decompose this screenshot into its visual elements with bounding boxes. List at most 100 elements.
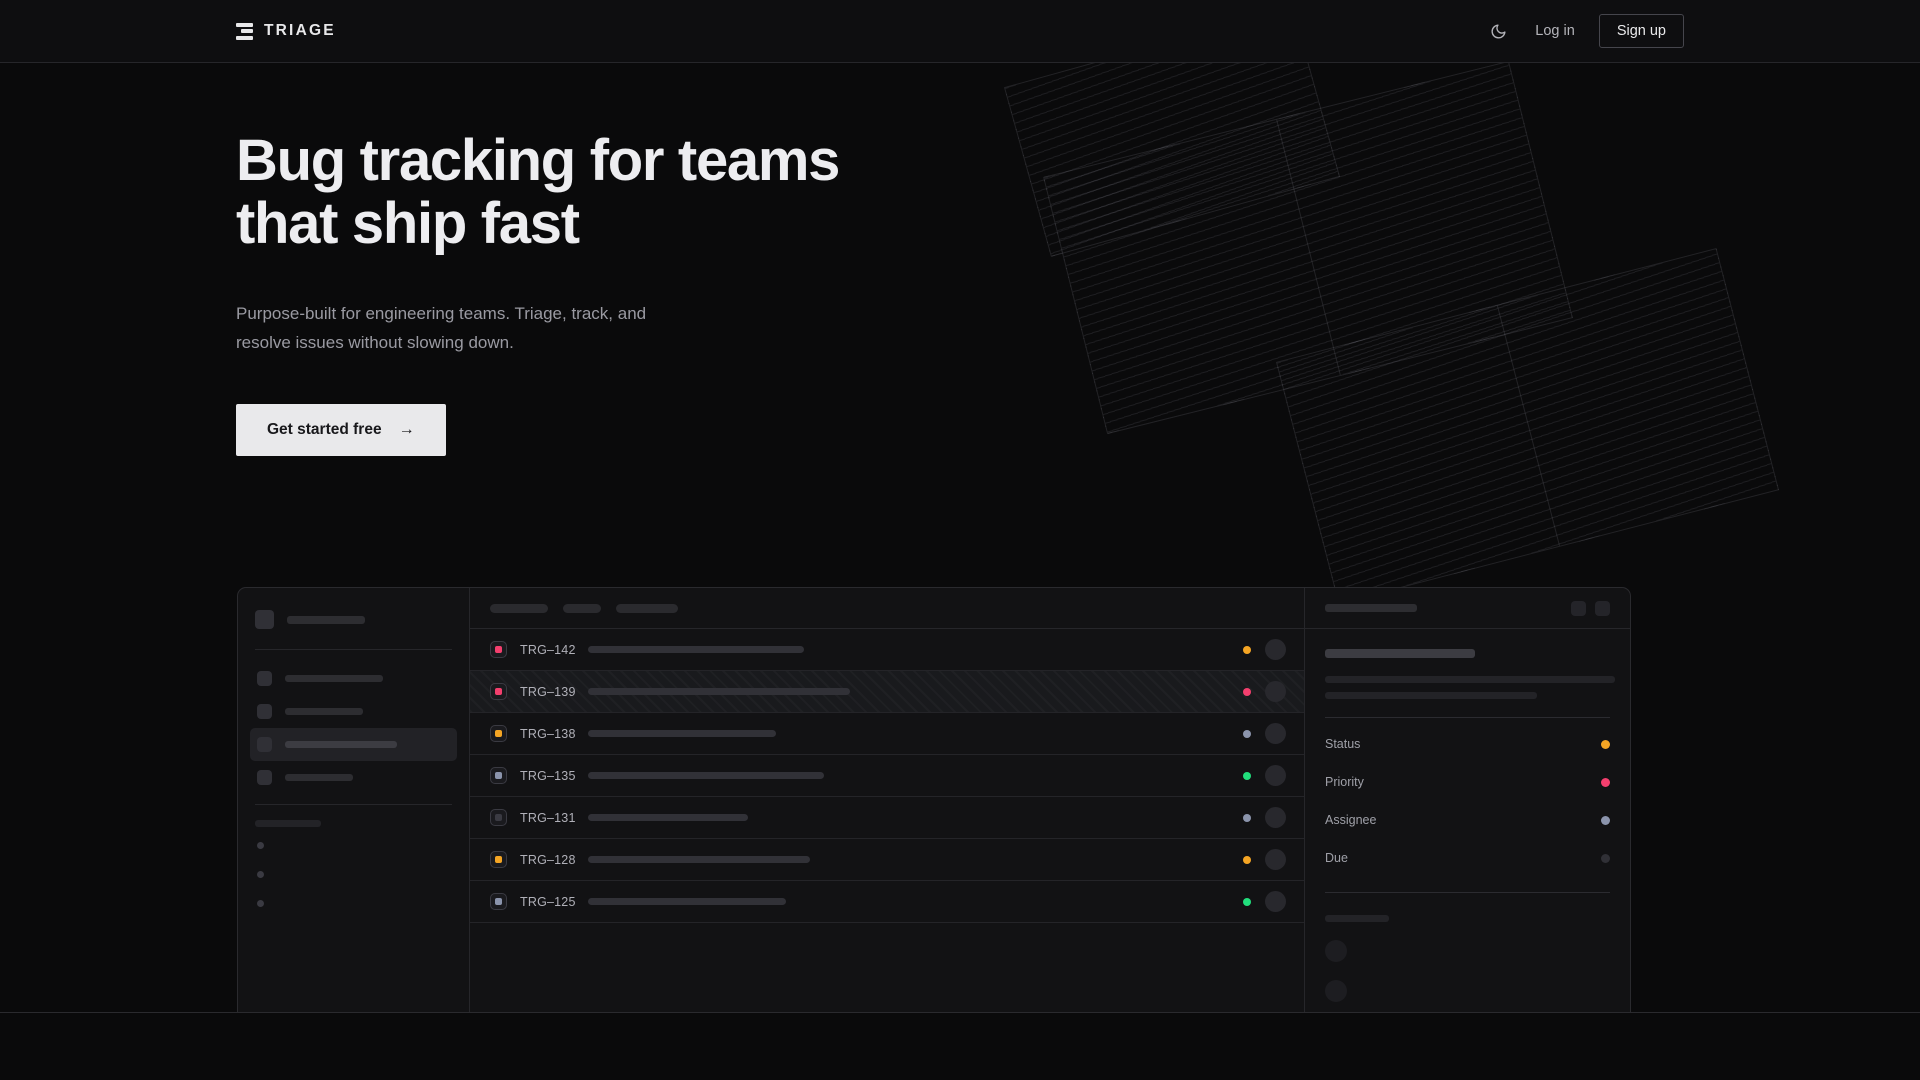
detail-action-2-icon[interactable] <box>1595 600 1610 616</box>
section-label-skeleton <box>255 820 321 827</box>
meta-value-dot-icon <box>1601 739 1610 749</box>
avatar[interactable] <box>1265 807 1286 828</box>
meta-value-dot-icon <box>1601 777 1610 787</box>
activity-divider <box>1325 892 1610 893</box>
table-row[interactable]: TRG–138 <box>470 713 1304 755</box>
signup-button[interactable]: Sign up <box>1598 14 1684 48</box>
status-dot-icon <box>1243 729 1251 738</box>
issue-title-skeleton <box>588 814 748 821</box>
sidebar-item-label-skeleton <box>285 708 363 715</box>
moon-icon[interactable] <box>1485 18 1511 44</box>
sidebar-sub-item-dot-icon <box>257 842 264 849</box>
detail-meta-row-priority[interactable]: Priority <box>1325 756 1610 794</box>
sidebar-sub-item-2[interactable] <box>250 889 457 918</box>
detail-header <box>1305 588 1630 629</box>
detail-header-actions <box>1571 600 1610 616</box>
detail-meta-row-assignee[interactable]: Assignee <box>1325 794 1610 832</box>
app-sidebar <box>238 588 470 1012</box>
sidebar-sub-item-0[interactable] <box>250 831 457 860</box>
issue-title-skeleton <box>588 898 786 905</box>
issue-id: TRG–138 <box>520 726 576 741</box>
issue-id: TRG–128 <box>520 852 576 867</box>
sidebar-item-1[interactable] <box>250 695 457 728</box>
meta-label: Due <box>1325 851 1348 865</box>
meta-label: Status <box>1325 737 1361 751</box>
page-bottom-divider <box>0 1012 1920 1013</box>
sidebar-divider-bottom <box>255 804 452 805</box>
status-dot-icon <box>1243 645 1251 654</box>
issue-title-skeleton <box>588 646 804 653</box>
sidebar-item-icon <box>257 671 272 686</box>
activity-avatar-0 <box>1325 940 1347 962</box>
avatar[interactable] <box>1265 639 1286 660</box>
sidebar-divider-top <box>255 649 452 650</box>
hero-subtitle: Purpose-built for engineering teams. Tri… <box>236 303 647 353</box>
table-row[interactable]: TRG–139 <box>470 671 1304 713</box>
issue-title-skeleton <box>588 688 850 695</box>
sidebar-item-icon <box>257 770 272 785</box>
issue-title-skeleton <box>588 730 776 737</box>
toolbar-chip-0[interactable] <box>490 603 548 613</box>
sidebar-workspace-switcher[interactable] <box>238 588 469 649</box>
sidebar-sub-list <box>238 831 469 918</box>
avatar[interactable] <box>1265 681 1286 702</box>
status-dot-icon <box>1243 771 1251 780</box>
sidebar-item-3[interactable] <box>250 761 457 794</box>
table-row[interactable]: TRG–135 <box>470 755 1304 797</box>
table-row[interactable]: TRG–128 <box>470 839 1304 881</box>
sidebar-sub-item-1[interactable] <box>250 860 457 889</box>
meta-label: Assignee <box>1325 813 1377 827</box>
table-row[interactable]: TRG–131 <box>470 797 1304 839</box>
arrow-right-icon: → <box>398 421 415 439</box>
detail-divider <box>1325 717 1610 718</box>
detail-action-1-icon[interactable] <box>1571 600 1586 616</box>
detail-meta-row-due[interactable]: Due <box>1325 832 1610 870</box>
hero-copy: Bug tracking for teams that ship fast Pu… <box>236 129 996 457</box>
deco-panel-3 <box>1275 248 1780 604</box>
issue-id: TRG–142 <box>520 642 576 657</box>
sidebar-item-label-skeleton <box>285 741 397 748</box>
activity-avatars <box>1325 940 1610 1002</box>
sidebar-item-label-skeleton <box>285 774 353 781</box>
priority-badge-icon <box>490 725 507 742</box>
issue-id: TRG–125 <box>520 894 576 909</box>
top-navigation-bar: TRIAGE Log in Sign up <box>0 0 1920 63</box>
deco-panel-2 <box>1043 63 1573 435</box>
sidebar-sub-item-dot-icon <box>257 871 264 878</box>
get-started-button[interactable]: Get started free → <box>236 404 446 457</box>
toolbar-chip-2[interactable] <box>616 603 678 613</box>
avatar[interactable] <box>1265 723 1286 744</box>
priority-badge-icon <box>490 767 507 784</box>
hero-section: Bug tracking for teams that ship fast Pu… <box>0 63 1920 1012</box>
status-dot-icon <box>1243 855 1251 864</box>
issue-id: TRG–131 <box>520 810 576 825</box>
issue-title-skeleton <box>588 856 810 863</box>
avatar[interactable] <box>1265 849 1286 870</box>
sidebar-item-0[interactable] <box>250 662 457 695</box>
table-row[interactable]: TRG–142 <box>470 629 1304 671</box>
detail-body-skeleton-2 <box>1325 692 1537 699</box>
login-link[interactable]: Log in <box>1535 23 1575 39</box>
detail-title-skeleton <box>1325 604 1417 612</box>
priority-badge-icon <box>490 851 507 868</box>
avatar[interactable] <box>1265 765 1286 786</box>
workspace-name-skeleton <box>287 615 365 624</box>
toolbar-chip-1[interactable] <box>563 603 601 613</box>
bars-logo-icon <box>236 22 253 40</box>
issue-id: TRG–135 <box>520 768 576 783</box>
meta-value-dot-icon <box>1601 815 1610 825</box>
avatar[interactable] <box>1265 891 1286 912</box>
meta-value-dot-icon <box>1601 853 1610 863</box>
workspace-avatar-icon <box>255 610 274 629</box>
brand-logo[interactable]: TRIAGE <box>236 22 336 40</box>
table-row[interactable]: TRG–125 <box>470 881 1304 923</box>
cta-label: Get started free <box>267 421 382 439</box>
sidebar-item-2[interactable] <box>250 728 457 761</box>
priority-badge-icon <box>490 683 507 700</box>
detail-meta-row-status[interactable]: Status <box>1325 718 1610 756</box>
status-dot-icon <box>1243 813 1251 822</box>
